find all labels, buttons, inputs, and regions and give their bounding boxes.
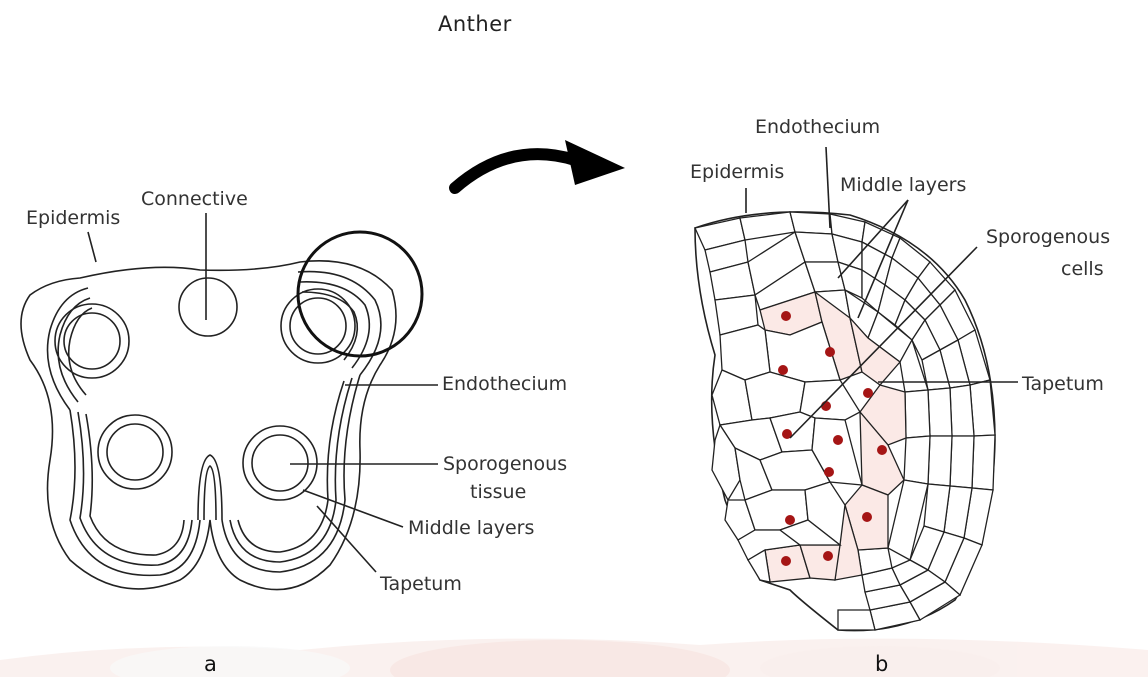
label-a-tissue: tissue [470, 481, 526, 503]
pollen-sac-bottom-right [243, 426, 317, 500]
connective-circle [179, 278, 237, 336]
pollen-sac-top-left [55, 304, 129, 378]
anther-cross-section: Epidermis Connective Endothecium Sporoge… [21, 188, 567, 676]
label-a-middle-layers: Middle layers [408, 517, 534, 539]
label-a-connective: Connective [141, 188, 248, 210]
pollen-sac-top-right [281, 289, 355, 363]
watermark-band [0, 639, 1148, 677]
label-b-middle-layers: Middle layers [840, 174, 966, 196]
label-a-sporogenous: Sporogenous [443, 453, 567, 475]
label-b-cells: cells [1061, 258, 1104, 280]
label-a-tapetum: Tapetum [379, 573, 462, 595]
zoom-circle [298, 232, 422, 356]
magnify-arrow [455, 140, 625, 188]
label-b-tapetum: Tapetum [1021, 373, 1104, 395]
panel-letter-b: b [875, 652, 888, 676]
pollen-sac-bottom-left [98, 415, 172, 489]
label-b-epidermis: Epidermis [690, 161, 784, 183]
label-a-epidermis: Epidermis [26, 207, 120, 229]
anther-wall-magnified: Endothecium Epidermis Middle layers Spor… [690, 116, 1110, 676]
label-b-endothecium: Endothecium [755, 116, 880, 138]
diagram-title: Anther [438, 12, 512, 36]
label-b-sporogenous: Sporogenous [986, 226, 1110, 248]
panel-letter-a: a [204, 652, 217, 676]
label-a-endothecium: Endothecium [442, 373, 567, 395]
